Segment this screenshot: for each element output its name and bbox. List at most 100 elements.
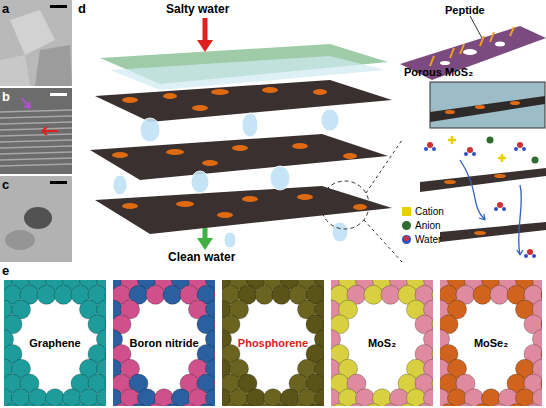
material-pore: Graphene xyxy=(4,280,106,406)
atom xyxy=(113,404,114,406)
atom xyxy=(37,285,56,304)
atom xyxy=(54,404,73,406)
material-pore: Boron nitride xyxy=(113,280,215,406)
grain xyxy=(0,55,30,86)
atom xyxy=(255,285,274,304)
legend-item: Water xyxy=(402,234,441,245)
material-pore: MoSe₂ xyxy=(440,280,542,406)
atom xyxy=(163,404,182,406)
water-flow xyxy=(113,109,348,248)
mos2-layer xyxy=(90,134,388,180)
porous-sheet xyxy=(400,26,546,80)
atom xyxy=(180,404,199,406)
grain xyxy=(10,10,55,55)
grain xyxy=(35,45,72,86)
inflow-arrow xyxy=(203,18,208,42)
scale-bar xyxy=(50,93,67,96)
peptides xyxy=(444,174,506,235)
legend-swatch xyxy=(402,235,411,244)
atom xyxy=(490,404,509,406)
legend-text: Water xyxy=(415,234,441,245)
atom xyxy=(473,285,492,304)
peptides xyxy=(112,87,367,218)
atom xyxy=(222,404,223,406)
panel-letter: e xyxy=(2,264,9,278)
mos2-layer xyxy=(440,222,546,242)
atom xyxy=(129,404,148,406)
zoom-line xyxy=(366,140,402,193)
panel-letter: d xyxy=(78,2,86,16)
atom xyxy=(331,404,349,406)
atom xyxy=(37,404,56,406)
flow-label: Salty water xyxy=(166,3,229,16)
zoom-line xyxy=(364,220,402,262)
atom xyxy=(473,404,492,406)
atom xyxy=(146,404,165,406)
arrow-head xyxy=(197,40,213,52)
pore xyxy=(24,207,52,229)
atom xyxy=(364,285,383,304)
atom xyxy=(222,404,240,406)
atom xyxy=(163,285,182,304)
flow-arrow xyxy=(460,160,485,220)
marker-arrow xyxy=(22,98,30,108)
atom xyxy=(331,404,332,406)
zoom-circle xyxy=(321,181,369,229)
atom xyxy=(398,404,417,406)
material-name: MoS₂ xyxy=(331,337,433,350)
atom xyxy=(306,404,324,406)
atom xyxy=(113,404,131,406)
atom xyxy=(524,404,542,406)
atom xyxy=(214,404,215,406)
atom xyxy=(323,404,324,406)
ions xyxy=(448,136,539,164)
lattice-fringes xyxy=(0,110,72,166)
legend-text: Anion xyxy=(415,220,441,231)
micrograph-b xyxy=(0,88,72,174)
atom xyxy=(289,404,308,406)
material-name: MoSe₂ xyxy=(440,337,542,350)
material-pore: MoS₂ xyxy=(331,280,433,406)
atom xyxy=(415,404,433,406)
legend-swatch xyxy=(402,221,411,230)
panel-letter: b xyxy=(2,90,10,104)
flow-label: Clean water xyxy=(168,251,235,264)
scale-bar xyxy=(50,5,67,8)
atom xyxy=(197,404,215,406)
atom xyxy=(440,404,458,406)
arrow-head xyxy=(197,238,213,250)
scale-bar xyxy=(50,181,67,184)
atom xyxy=(4,404,5,406)
legend-text: Cation xyxy=(415,206,444,217)
atom xyxy=(105,404,106,406)
atom xyxy=(381,404,400,406)
atom xyxy=(255,404,274,406)
material-name: Graphene xyxy=(4,337,106,350)
mos2-layer xyxy=(430,96,545,122)
panel-letter: a xyxy=(2,2,9,16)
grain xyxy=(5,230,35,250)
atom xyxy=(88,404,106,406)
mos2-layer xyxy=(95,80,392,122)
material-name: Phosphorene xyxy=(222,337,324,350)
atom xyxy=(347,404,366,406)
atom xyxy=(54,285,73,304)
flow-arrow xyxy=(517,185,523,255)
pores xyxy=(440,42,505,66)
atom xyxy=(364,404,383,406)
atom xyxy=(146,285,165,304)
peptides xyxy=(445,101,520,114)
callout-label: Porous MoS₂ xyxy=(404,66,473,78)
atom xyxy=(272,404,291,406)
micrograph-a xyxy=(0,0,72,86)
atom xyxy=(440,404,441,406)
atom xyxy=(4,404,22,406)
atom xyxy=(541,404,542,406)
legend-item: Cation xyxy=(402,206,444,217)
atom xyxy=(507,404,526,406)
micrograph-c xyxy=(0,176,72,262)
leader-line xyxy=(470,16,482,38)
atom xyxy=(432,404,433,406)
peptide-chains xyxy=(430,27,514,66)
atom xyxy=(272,285,291,304)
